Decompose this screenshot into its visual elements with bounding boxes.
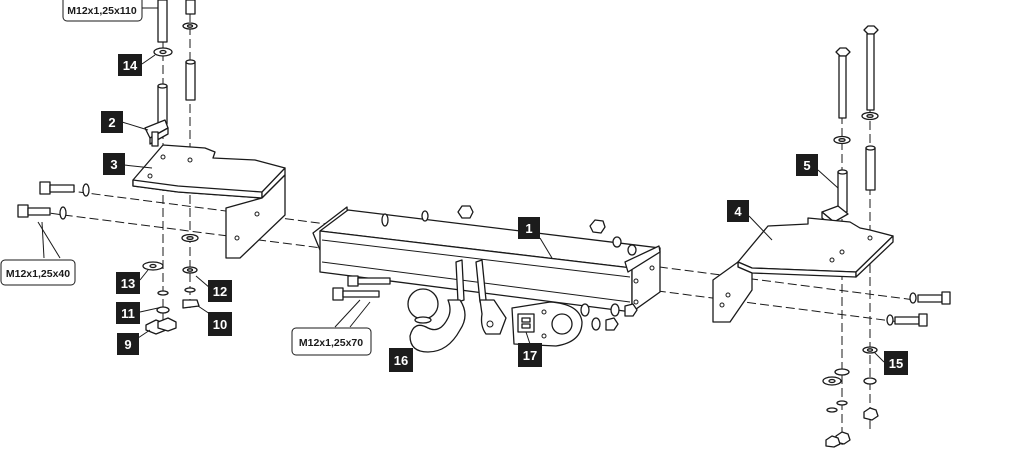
- nut-plate-2: [144, 119, 169, 147]
- assembly-axes: [24, 0, 916, 445]
- part-badge-14: 14: [118, 54, 156, 76]
- right-vertical-bolts: [821, 25, 879, 228]
- bolt-label-top-left-text: M12x1,25x110: [67, 5, 137, 17]
- bolt-label-center: M12x1,25x70: [291, 299, 372, 356]
- svg-text:3: 3: [110, 157, 117, 172]
- beam-top-fasteners: [381, 205, 637, 256]
- svg-text:4: 4: [734, 204, 742, 219]
- part-badge-3: 3: [103, 153, 153, 175]
- bolt-label-left: M12x1,25x40: [0, 221, 76, 286]
- svg-text:1: 1: [525, 221, 532, 236]
- part-badge-4: 4: [727, 200, 773, 241]
- part-badge-2: 2: [101, 111, 149, 133]
- part-badge-17: 17: [518, 331, 542, 367]
- part-badge-16: 16: [389, 348, 413, 372]
- part-badge-15: 15: [873, 351, 908, 375]
- bolt-label-center-text: M12x1,25x70: [299, 337, 363, 349]
- left-horizontal-bolts: [17, 181, 90, 220]
- right-lower-fasteners: [822, 346, 879, 448]
- svg-text:15: 15: [889, 356, 903, 371]
- left-vertical-bolts: [153, 0, 198, 125]
- bolt-label-top-left: M12x1,25x110: [62, 0, 158, 22]
- part-badge-1: 1: [518, 217, 553, 259]
- bolt-label-left-text: M12x1,25x40: [6, 268, 70, 280]
- part-badge-10: 10: [197, 305, 232, 336]
- part-badge-12: 12: [195, 275, 232, 302]
- left-lower-fasteners: [142, 233, 200, 335]
- part-badge-9: 9: [117, 329, 151, 355]
- socket-17: [511, 301, 638, 347]
- part-badge-11: 11: [116, 302, 159, 324]
- svg-text:13: 13: [121, 276, 135, 291]
- tow-ball-16: [332, 259, 507, 353]
- right-horizontal-bolts: [886, 291, 951, 327]
- svg-text:16: 16: [394, 353, 408, 368]
- left-bracket-3: [132, 144, 286, 259]
- part-badge-13: 13: [116, 269, 149, 294]
- svg-text:12: 12: [213, 284, 227, 299]
- svg-text:9: 9: [124, 337, 131, 352]
- svg-text:5: 5: [803, 158, 810, 173]
- cross-beam-1: [312, 206, 661, 313]
- right-bracket-4: [712, 217, 894, 323]
- svg-text:17: 17: [523, 348, 537, 363]
- svg-text:2: 2: [108, 115, 115, 130]
- svg-text:10: 10: [213, 317, 227, 332]
- part-badge-5: 5: [796, 154, 839, 189]
- svg-text:14: 14: [123, 58, 138, 73]
- svg-text:11: 11: [121, 306, 135, 321]
